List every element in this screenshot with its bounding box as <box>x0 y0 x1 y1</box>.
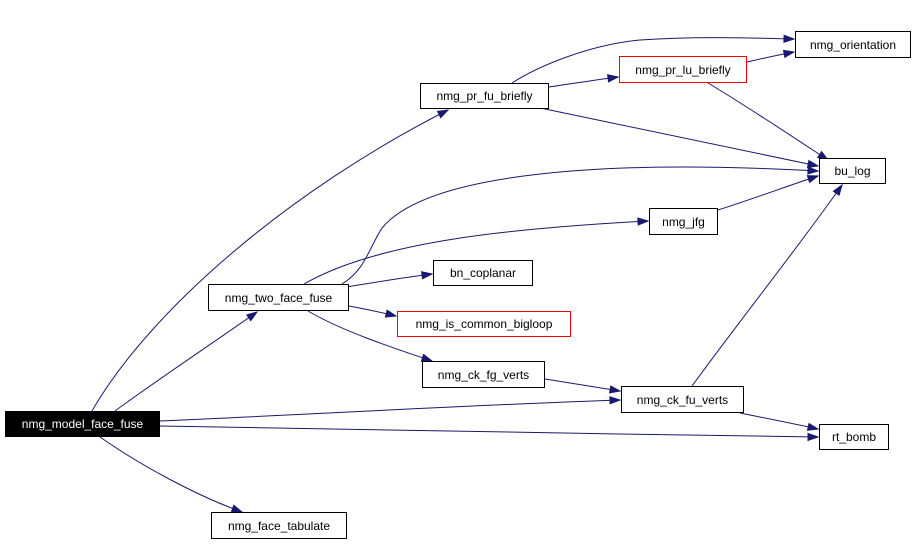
arrowhead-icon <box>806 159 820 168</box>
node-nmg-jfg[interactable]: nmg_jfg <box>649 208 718 235</box>
edge-line <box>91 109 449 412</box>
edge-line <box>159 425 819 438</box>
edge-line <box>99 436 243 513</box>
edge-nmg-jfg-to-bu-log <box>717 175 820 211</box>
node-nmg-face-tabulate[interactable]: nmg_face_tabulate <box>211 512 347 539</box>
node-nmg-two-face-fuse[interactable]: nmg_two_face_fuse <box>208 284 349 311</box>
node-nmg-pr-lu-briefly[interactable]: nmg_pr_lu_briefly <box>619 56 747 83</box>
edge-line <box>544 378 621 392</box>
edge-line <box>539 107 819 167</box>
arrowhead-icon <box>421 271 434 280</box>
edge-line <box>717 175 819 211</box>
edge-nmg-pr-fu-briefly-to-bu-log <box>539 107 820 168</box>
arrowhead-icon <box>782 49 796 59</box>
arrowhead-icon <box>607 74 620 83</box>
edge-nmg-model-face-fuse-to-nmg-ck-fu-verts <box>159 396 622 422</box>
edge-line <box>341 166 819 285</box>
arrowhead-icon <box>807 432 820 442</box>
edge-nmg-pr-fu-briefly-to-nmg-orientation <box>511 34 796 84</box>
edge-line <box>303 220 649 285</box>
edge-line <box>159 399 621 422</box>
edge-nmg-pr-lu-briefly-to-nmg-orientation <box>746 49 796 63</box>
arrowhead-icon <box>384 309 398 318</box>
arrowhead-icon <box>637 217 650 226</box>
edge-nmg-pr-fu-briefly-to-nmg-pr-lu-briefly <box>548 74 620 88</box>
edge-nmg-model-face-fuse-to-nmg-pr-fu-briefly <box>91 109 450 412</box>
edge-nmg-pr-lu-briefly-to-bu-log <box>707 82 830 161</box>
edge-nmg-ck-fu-verts-to-rt-bomb <box>739 412 820 431</box>
edge-nmg-two-face-fuse-to-nmg-is-common-bigloop <box>348 305 398 318</box>
edge-nmg-ck-fg-verts-to-nmg-ck-fu-verts <box>544 378 622 394</box>
node-nmg-ck-fu-verts[interactable]: nmg_ck_fu_verts <box>621 386 744 413</box>
node-rt-bomb[interactable]: rt_bomb <box>819 424 889 450</box>
edge-nmg-two-face-fuse-to-bu-log <box>341 166 820 285</box>
edge-nmg-ck-fu-verts-to-bu-log <box>691 183 843 387</box>
arrowhead-icon <box>832 183 843 197</box>
edge-nmg-model-face-fuse-to-rt-bomb <box>159 425 820 442</box>
edge-nmg-two-face-fuse-to-bn-coplanar <box>339 271 434 289</box>
node-nmg-pr-fu-briefly[interactable]: nmg_pr_fu_briefly <box>420 83 549 109</box>
edge-nmg-model-face-fuse-to-nmg-face-tabulate <box>99 436 244 513</box>
arrowhead-icon <box>436 109 450 119</box>
edge-nmg-two-face-fuse-to-nmg-jfg <box>303 217 650 285</box>
edge-nmg-model-face-fuse-to-nmg-two-face-fuse <box>114 311 259 412</box>
node-nmg-ck-fg-verts[interactable]: nmg_ck_fg_verts <box>422 361 545 388</box>
arrowhead-icon <box>245 311 259 322</box>
arrowhead-icon <box>230 504 244 513</box>
node-bn-coplanar[interactable]: bn_coplanar <box>433 260 533 286</box>
edge-line <box>739 412 819 430</box>
edge-line <box>691 184 843 387</box>
arrowhead-icon <box>806 422 820 431</box>
edge-line <box>707 82 829 161</box>
edge-line <box>114 311 258 412</box>
arrowhead-icon <box>806 175 820 184</box>
edge-line <box>307 310 433 362</box>
node-bu-log[interactable]: bu_log <box>819 158 886 184</box>
node-nmg-orientation[interactable]: nmg_orientation <box>795 31 911 58</box>
arrowhead-icon <box>807 166 820 175</box>
edge-line <box>511 37 795 84</box>
node-nmg-model-face-fuse[interactable]: nmg_model_face_fuse <box>5 411 160 437</box>
arrowhead-icon <box>608 385 622 394</box>
node-nmg-is-common-bigloop[interactable]: nmg_is_common_bigloop <box>397 311 571 337</box>
arrowhead-icon <box>783 34 796 43</box>
edge-line <box>339 273 433 289</box>
arrowhead-icon <box>609 396 622 405</box>
edge-nmg-two-face-fuse-to-nmg-ck-fg-verts <box>307 310 434 362</box>
